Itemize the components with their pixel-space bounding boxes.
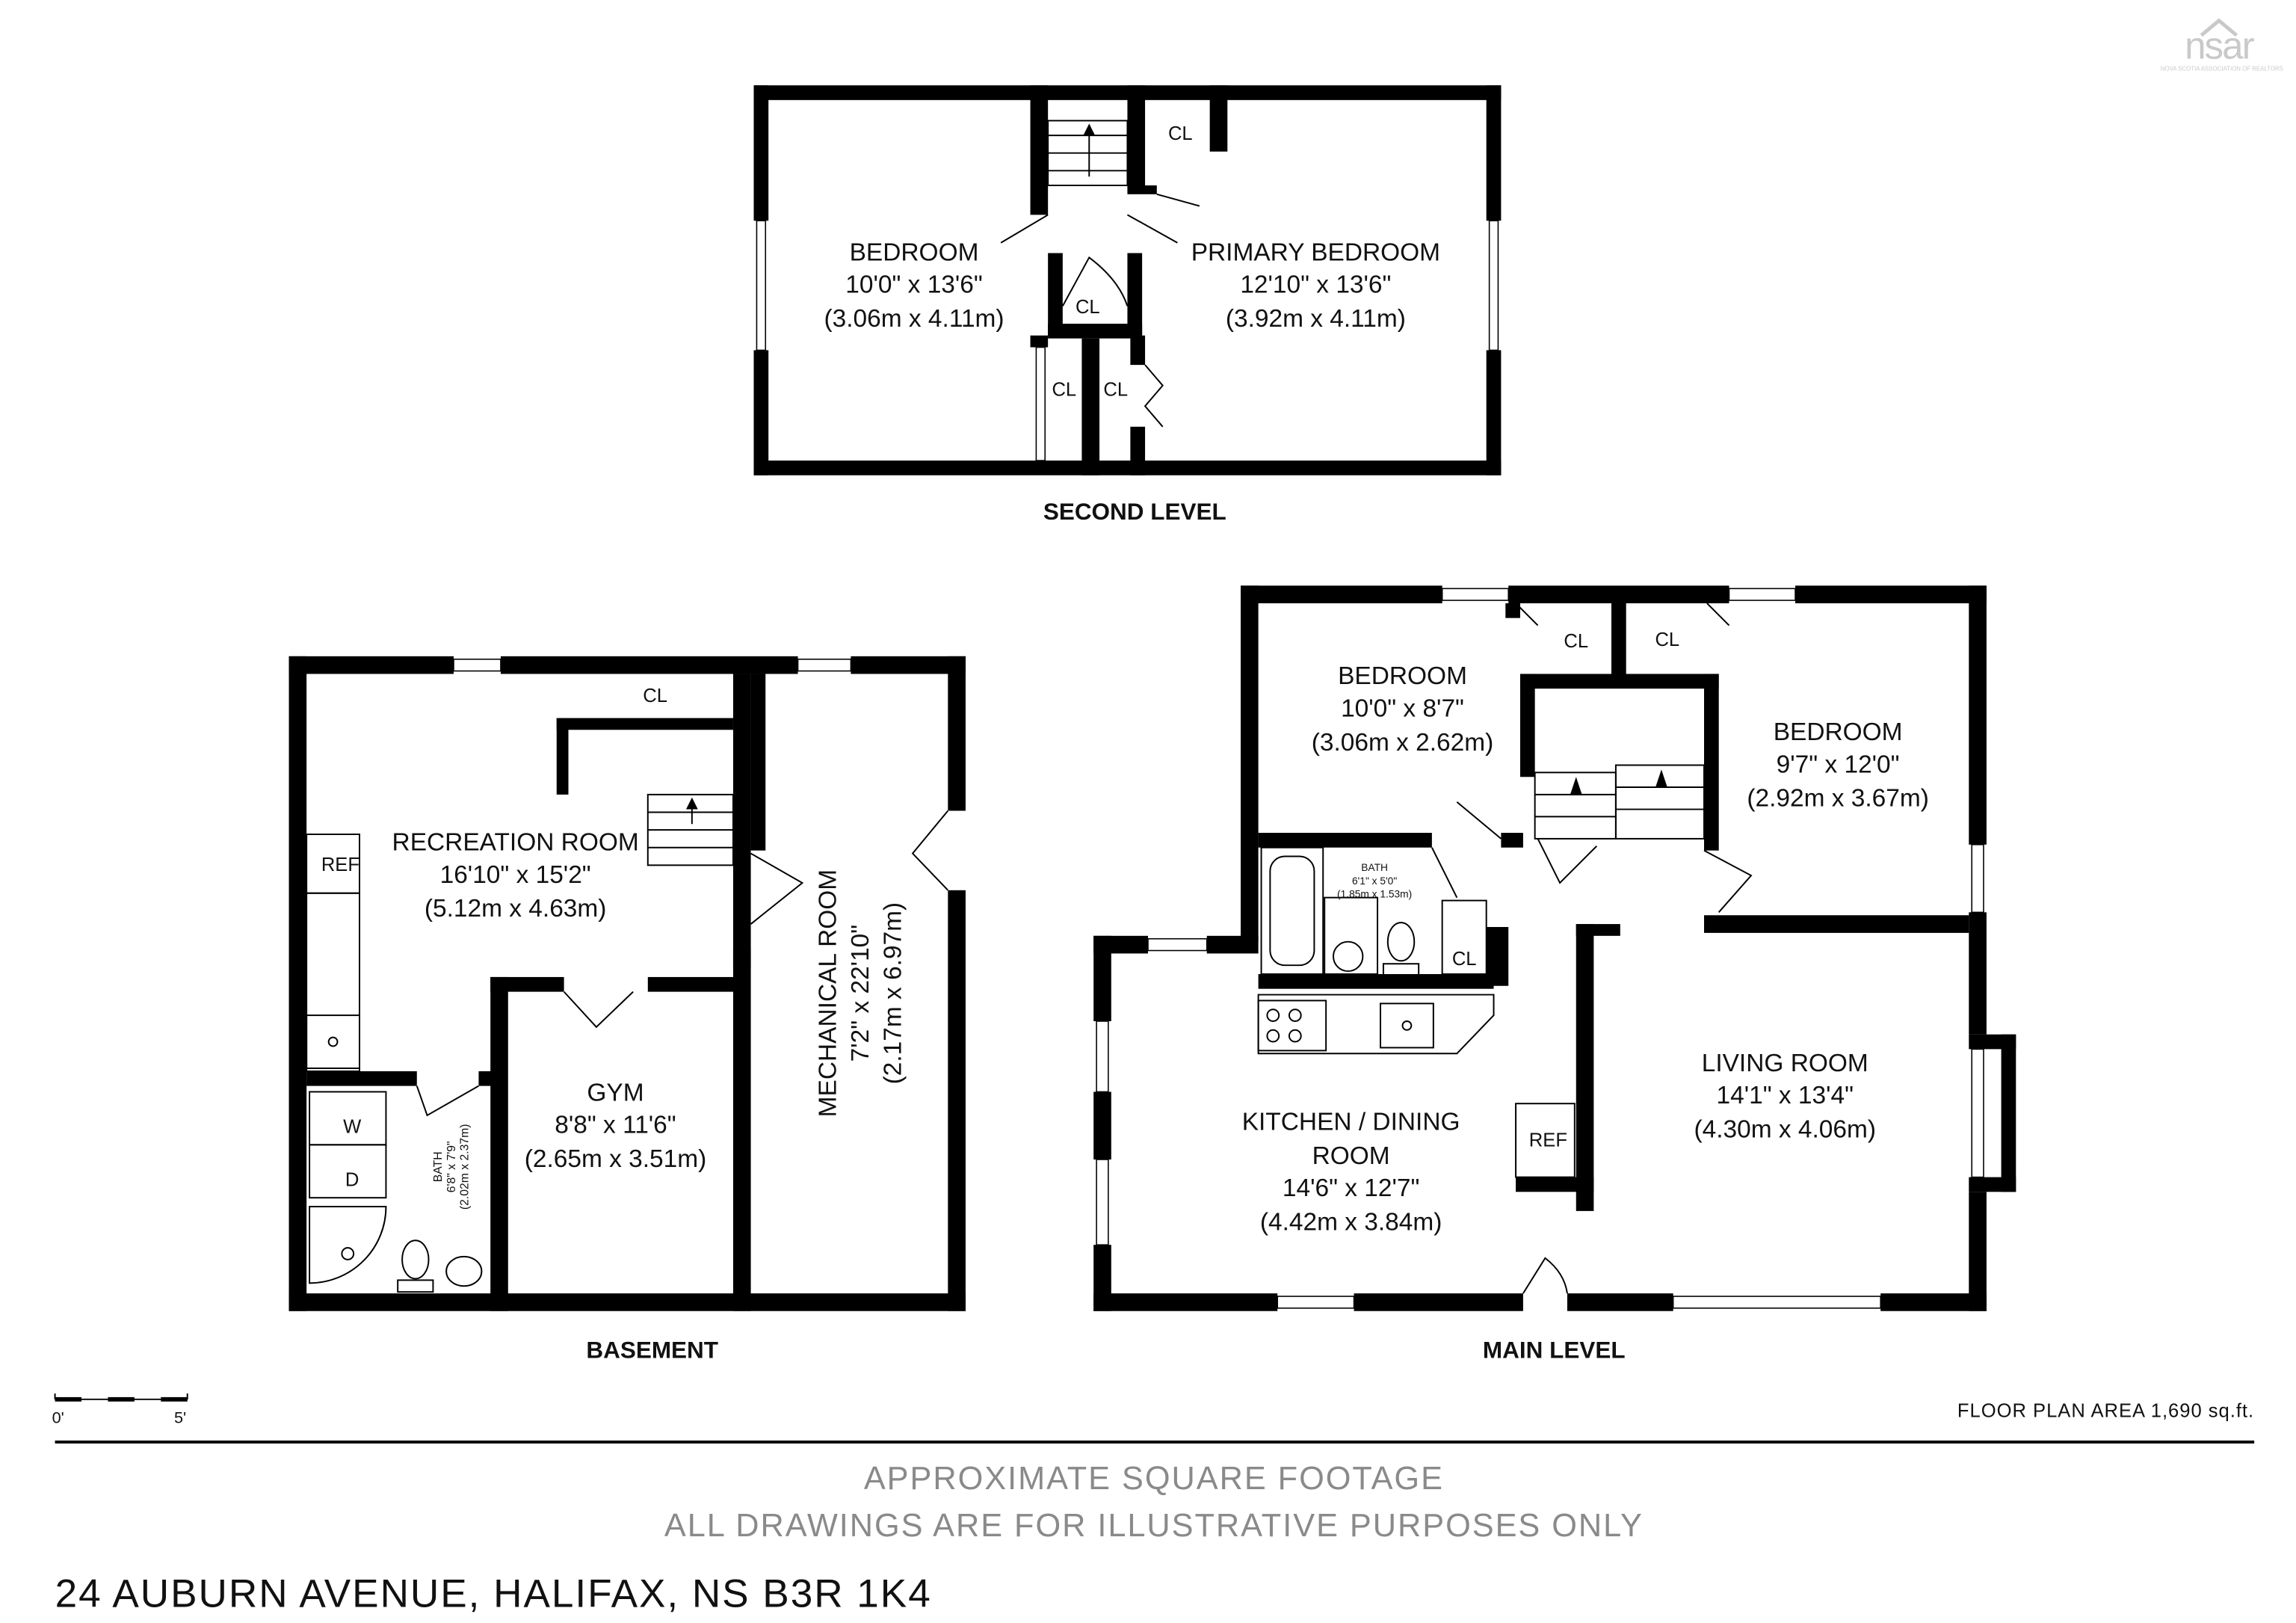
room-label-bedroom: BEDROOM 10'0" x 8'7" (3.06m x 2.62m) <box>1312 662 1494 757</box>
svg-text:6'8" x 7'9": 6'8" x 7'9" <box>445 1141 458 1192</box>
nsar-logo: nsar NOVA SCOTIA ASSOCIATION OF REALTORS <box>2161 18 2283 72</box>
scale-end: 5' <box>174 1408 186 1426</box>
room-label-kitchen-dining: KITCHEN / DINING ROOM 14'6" x 12'7" (4.4… <box>1242 1109 1460 1237</box>
disclaimer-line-2: ALL DRAWINGS ARE FOR ILLUSTRATIVE PURPOS… <box>664 1508 1644 1544</box>
svg-text:(2.02m x 2.37m): (2.02m x 2.37m) <box>459 1124 472 1210</box>
svg-text:LIVING ROOM: LIVING ROOM <box>1702 1050 1868 1077</box>
svg-text:(2.92m x 3.67m): (2.92m x 3.67m) <box>1747 785 1929 813</box>
svg-text:KITCHEN / DINING: KITCHEN / DINING <box>1242 1109 1460 1136</box>
svg-text:BEDROOM: BEDROOM <box>850 238 979 266</box>
svg-text:10'0" x 8'7": 10'0" x 8'7" <box>1341 695 1464 723</box>
logo-tagline: NOVA SCOTIA ASSOCIATION OF REALTORS <box>2161 65 2283 72</box>
svg-text:(5.12m x 4.63m): (5.12m x 4.63m) <box>425 895 607 923</box>
svg-text:(1.85m x 1.53m): (1.85m x 1.53m) <box>1337 889 1412 900</box>
svg-text:BEDROOM: BEDROOM <box>1338 662 1467 690</box>
svg-text:(3.92m x 4.11m): (3.92m x 4.11m) <box>1226 305 1406 333</box>
disclaimer-line-1: APPROXIMATE SQUARE FOOTAGE <box>864 1461 1444 1497</box>
closet-label: CL <box>1564 631 1588 652</box>
room-label-mechanical-room: MECHANICAL ROOM 7'2" x 22'10" (2.17m x 6… <box>815 869 907 1117</box>
room-label-living-room: LIVING ROOM 14'1" x 13'4" (4.30m x 4.06m… <box>1694 1050 1876 1144</box>
svg-text:BEDROOM: BEDROOM <box>1774 718 1903 746</box>
scale-bar: 0' 5' <box>52 1393 188 1426</box>
svg-text:(4.42m x 3.84m): (4.42m x 3.84m) <box>1260 1208 1442 1236</box>
svg-text:(3.06m x 2.62m): (3.06m x 2.62m) <box>1312 729 1494 757</box>
svg-text:6'1" x 5'0": 6'1" x 5'0" <box>1352 875 1397 887</box>
closet-label: CL <box>643 686 667 706</box>
svg-text:MECHANICAL ROOM: MECHANICAL ROOM <box>815 869 842 1117</box>
svg-text:10'0" x 13'6": 10'0" x 13'6" <box>845 271 982 299</box>
svg-text:14'6" x 12'7": 14'6" x 12'7" <box>1283 1174 1419 1202</box>
closet-label: CL <box>1076 297 1100 318</box>
basement-plan: REF W D CL RECREATION ROOM 16'10" x 15'2… <box>288 656 966 1364</box>
svg-text:16'10" x 15'2": 16'10" x 15'2" <box>440 861 591 889</box>
svg-text:RECREATION ROOM: RECREATION ROOM <box>392 829 639 857</box>
svg-text:PRIMARY BEDROOM: PRIMARY BEDROOM <box>1191 238 1440 266</box>
svg-text:9'7" x 12'0": 9'7" x 12'0" <box>1777 751 1900 778</box>
room-label-bath: BATH 6'1" x 5'0" (1.85m x 1.53m) <box>1337 862 1412 899</box>
svg-text:GYM: GYM <box>587 1079 644 1106</box>
svg-text:(3.06m x 4.11m): (3.06m x 4.11m) <box>824 305 1004 333</box>
logo-text: nsar <box>2185 25 2255 67</box>
svg-text:(2.65m x 3.51m): (2.65m x 3.51m) <box>525 1145 707 1173</box>
second-level-plan: CL CL CL CL BEDROOM 10'0" x 13'6" (3.06m… <box>753 85 1502 525</box>
svg-text:8'8" x 11'6": 8'8" x 11'6" <box>555 1112 676 1139</box>
level-title: MAIN LEVEL <box>1483 1337 1626 1364</box>
room-label-bath: BATH 6'8" x 7'9" (2.02m x 2.37m) <box>432 1124 471 1210</box>
room-label-recreation-room: RECREATION ROOM 16'10" x 15'2" (5.12m x … <box>392 829 639 923</box>
room-label-primary-bedroom: PRIMARY BEDROOM 12'10" x 13'6" (3.92m x … <box>1191 238 1440 333</box>
svg-text:7'2" x 22'10": 7'2" x 22'10" <box>847 925 874 1062</box>
closet-label: CL <box>1655 629 1679 650</box>
room-label-bedroom: BEDROOM 10'0" x 13'6" (3.06m x 4.11m) <box>824 238 1004 333</box>
level-title: BASEMENT <box>586 1337 718 1364</box>
svg-text:ROOM: ROOM <box>1312 1142 1390 1170</box>
main-level-plan: CL CL CL REF BEDROOM 10'0" x 8'7" (3.06m… <box>1093 585 2016 1364</box>
svg-text:14'1" x 13'4": 14'1" x 13'4" <box>1717 1082 1854 1109</box>
level-title: SECOND LEVEL <box>1043 498 1226 525</box>
room-label-gym: GYM 8'8" x 11'6" (2.65m x 3.51m) <box>525 1079 707 1173</box>
scale-start: 0' <box>52 1408 64 1426</box>
dryer-label: D <box>345 1169 359 1190</box>
closet-label: CL <box>1103 379 1128 400</box>
svg-text:BATH: BATH <box>432 1151 445 1182</box>
svg-text:12'10" x 13'6": 12'10" x 13'6" <box>1240 271 1391 299</box>
closet-label: CL <box>1452 949 1477 970</box>
closet-label: CL <box>1052 379 1076 400</box>
ref-label: REF <box>1529 1130 1567 1151</box>
floor-plan-area: FLOOR PLAN AREA 1,690 sq.ft. <box>1957 1400 2254 1421</box>
closet-label: CL <box>1168 123 1193 144</box>
ref-label: REF <box>321 854 359 875</box>
property-address: 24 AUBURN AVENUE, HALIFAX, NS B3R 1K4 <box>55 1571 932 1616</box>
svg-text:(4.30m x 4.06m): (4.30m x 4.06m) <box>1694 1115 1876 1143</box>
washer-label: W <box>343 1117 362 1138</box>
svg-text:(2.17m x 6.97m): (2.17m x 6.97m) <box>879 902 907 1085</box>
svg-text:BATH: BATH <box>1361 862 1388 873</box>
room-label-bedroom: BEDROOM 9'7" x 12'0" (2.92m x 3.67m) <box>1747 718 1929 813</box>
divider <box>55 1440 2255 1444</box>
